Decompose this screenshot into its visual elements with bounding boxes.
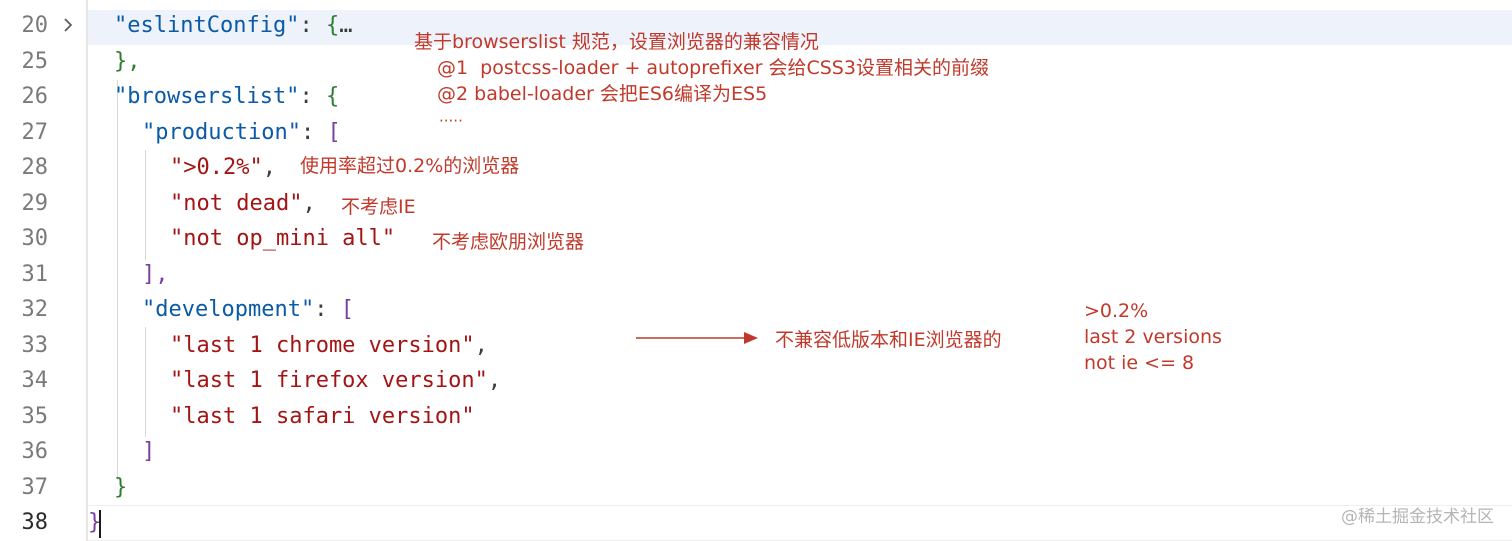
watermark: @稀土掘金技术社区 xyxy=(1341,507,1494,527)
indent-guide xyxy=(117,80,118,480)
code-line-36: ] xyxy=(142,439,156,464)
text-cursor xyxy=(99,510,101,538)
comma: , xyxy=(487,368,502,393)
annotation-browserslist-intro: 基于browserslist 规范，设置浏览器的兼容情况 xyxy=(414,31,819,53)
line-number: 32 xyxy=(21,297,49,322)
line-number: 35 xyxy=(21,404,49,429)
code-line-26: "browserslist": { xyxy=(114,82,339,112)
line-number: 33 xyxy=(21,333,49,358)
code-line-29: "not dead", xyxy=(170,189,316,219)
comma: , xyxy=(262,155,276,180)
code-line-25: }, xyxy=(114,49,141,74)
json-string: ">0.2%" xyxy=(170,155,263,180)
line-number: 31 xyxy=(21,262,49,287)
arrow-right-icon xyxy=(636,332,758,344)
line-number: 20 xyxy=(21,13,49,38)
indent-guide xyxy=(145,150,146,260)
json-string: "last 1 chrome version" xyxy=(170,333,475,358)
json-key: "development" xyxy=(142,297,315,322)
line-number: 26 xyxy=(21,84,49,109)
json-key: "production" xyxy=(142,120,301,145)
line-number: 27 xyxy=(21,120,49,145)
code-line-37: } xyxy=(114,475,128,500)
code-line-33: "last 1 chrome version", xyxy=(170,331,488,361)
brace: { xyxy=(325,84,340,109)
line-number: 29 xyxy=(21,191,49,216)
code-line-35: "last 1 safari version" xyxy=(170,402,475,432)
json-string: "last 1 firefox version" xyxy=(170,368,488,393)
code-line-30: "not op_mini all" xyxy=(170,224,395,254)
colon: : xyxy=(300,120,328,145)
code-line-27: "production": [ xyxy=(142,118,341,148)
line-number: 30 xyxy=(21,226,49,251)
json-string: "not dead" xyxy=(170,191,303,216)
line-number-gutter xyxy=(0,0,88,541)
gutter-divider xyxy=(86,0,88,541)
annotation-no-ie: 不考虑IE xyxy=(341,196,416,218)
folded-line-highlight xyxy=(88,10,1512,45)
annotation-default-3: not ie <= 8 xyxy=(1084,352,1195,374)
comma: , xyxy=(302,191,316,216)
code-area[interactable]: "eslintConfig": {… }, "browserslist": { … xyxy=(88,0,788,541)
code-line-34: "last 1 firefox version", xyxy=(170,366,501,396)
annotation-postcss: @1 postcss-loader + autoprefixer 会给CSS3设… xyxy=(437,57,989,79)
code-line-31: ], xyxy=(142,262,169,287)
annotation-babel: @2 babel-loader 会把ES6编译为ES5 xyxy=(437,83,768,105)
chevron-right-icon[interactable] xyxy=(60,17,76,33)
annotation-usage: 使用率超过0.2%的浏览器 xyxy=(300,155,520,177)
line-number-active: 38 xyxy=(21,510,49,535)
comma: , xyxy=(474,333,488,358)
json-key: "browserslist" xyxy=(114,84,300,109)
indent-guide xyxy=(145,327,146,437)
code-line-20: "eslintConfig": {… xyxy=(114,11,352,41)
annotation-no-opera: 不考虑欧朋浏览器 xyxy=(432,231,585,253)
annotation-default-2: last 2 versions xyxy=(1084,326,1222,348)
line-number: 36 xyxy=(21,439,49,464)
annotation-dev-note: 不兼容低版本和IE浏览器的 xyxy=(775,329,1002,351)
code-line-38: } xyxy=(88,510,102,535)
json-string: "not op_mini all" xyxy=(170,226,396,251)
bracket: [ xyxy=(327,120,341,145)
brace: { xyxy=(325,13,340,38)
colon: : xyxy=(299,84,326,109)
line-number: 37 xyxy=(21,475,49,500)
line-number: 28 xyxy=(21,155,49,180)
colon: : xyxy=(314,297,341,322)
bracket: [ xyxy=(340,297,354,322)
code-line-28: ">0.2%", xyxy=(170,153,276,183)
json-string: "last 1 safari version" xyxy=(170,404,475,429)
annotation-ellipsis: ····· xyxy=(439,112,463,130)
colon: : xyxy=(299,13,326,38)
json-key: "eslintConfig" xyxy=(114,13,300,38)
annotation-default-1: >0.2% xyxy=(1084,300,1149,322)
line-number: 34 xyxy=(21,368,49,393)
fold-ellipsis[interactable]: … xyxy=(339,13,353,38)
line-number: 25 xyxy=(21,49,49,74)
code-line-32: "development": [ xyxy=(142,295,354,325)
